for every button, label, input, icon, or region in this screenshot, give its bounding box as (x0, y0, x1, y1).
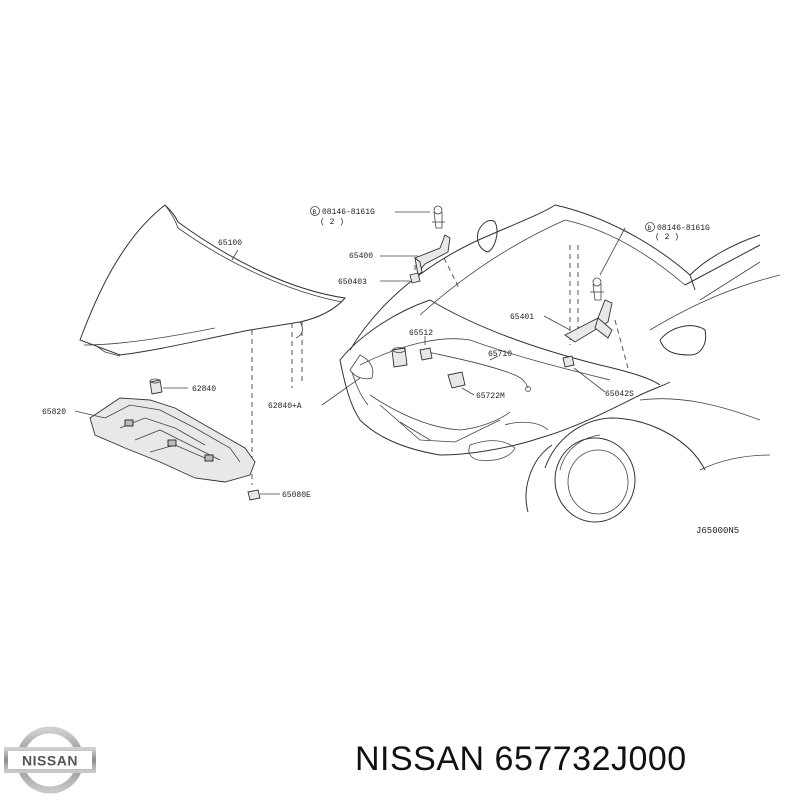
diagram-reference-code: J65000N5 (696, 526, 739, 536)
callout-bolt-left-code: 08146-8161G (322, 208, 375, 217)
callout-bolt-right-qty: ( 2 ) (655, 233, 679, 242)
car-body (339, 204, 781, 523)
nissan-logo: NISSAN (4, 726, 96, 794)
bumper-stop-a-leader (321, 377, 361, 406)
callout-hood: 65100 (218, 239, 242, 248)
callout-cable: 65710 (488, 350, 512, 359)
callout-insulator: 65820 (42, 408, 66, 417)
car-dashed-guides (414, 245, 629, 369)
callout-labels: 65100 B 08146-8161G ( 2 ) 65400 650403 B… (42, 206, 710, 500)
bolt-symbol-right (645, 222, 655, 232)
hinge-left (380, 205, 451, 284)
part-caption: NISSAN 657732J000 (355, 740, 687, 778)
callout-hinge-left: 65400 (349, 252, 373, 261)
callout-bolt-right-code: 08146-8161G (657, 224, 710, 233)
bolt-right-symbol: B (648, 225, 652, 232)
callout-clip-65512: 65512 (409, 329, 433, 338)
logo-wordmark: NISSAN (22, 753, 78, 769)
bumper-stop (149, 378, 188, 395)
hood-lock (391, 347, 475, 396)
bolt-symbol-left (310, 206, 320, 216)
callout-bumper-stop: 62840 (192, 385, 216, 394)
callout-clip: 65080E (282, 491, 311, 500)
hood-insulator (89, 397, 256, 483)
callout-lock-part: 65722M (476, 392, 505, 401)
callout-hinge-right: 65401 (510, 313, 534, 322)
callout-nut-right: 65042S (605, 390, 634, 399)
hood-leader (231, 249, 239, 261)
hinge-right (543, 227, 626, 393)
clip (247, 489, 280, 501)
callout-nut-left: 650403 (338, 278, 367, 287)
bolt-left-symbol: B (313, 209, 317, 216)
callout-bolt-left-qty: ( 2 ) (320, 218, 344, 227)
callout-bumper-stop-a: 62840+A (268, 402, 302, 411)
insulator-leader (74, 410, 106, 419)
hood-panel (79, 204, 346, 357)
hood-release-cable (419, 336, 531, 392)
